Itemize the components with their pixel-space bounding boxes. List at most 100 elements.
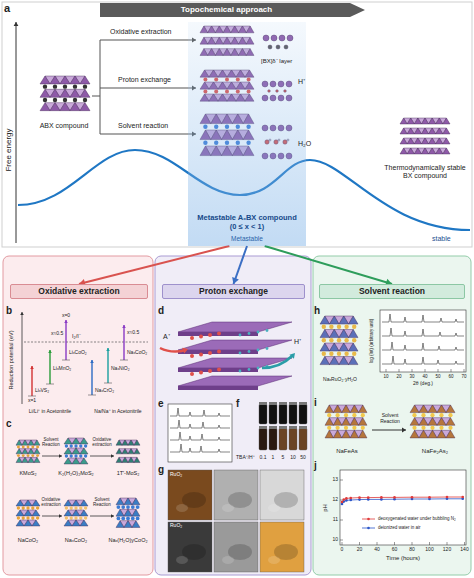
figure-art: [182, 348, 188, 354]
figure-art: [393, 496, 396, 499]
figure-art: [65, 444, 68, 447]
figure-art: [26, 506, 29, 509]
figure-art: [239, 334, 242, 337]
figure-label: 2θ (deg.): [413, 381, 433, 387]
node-text: Metastable AₓBX compound (0 ≤ x < 1): [193, 214, 301, 231]
figure-art: [260, 470, 304, 520]
figure-art: [90, 456, 114, 457]
figure-art: [380, 310, 466, 372]
figure-label: Naₓ(H₂O)yCoO₂: [108, 537, 147, 543]
figure-art: [299, 426, 307, 429]
figure-art: [63, 98, 67, 102]
figure-art: [176, 504, 188, 512]
figure-art: [199, 371, 203, 375]
figure-label: 70: [461, 374, 466, 379]
figure-art: [116, 521, 124, 528]
figure-art: [50, 89, 60, 97]
figure-art: [259, 426, 267, 429]
figure-art: [429, 128, 436, 134]
figure-art: [14, 22, 19, 26]
figure-art: [199, 335, 203, 339]
figure-label: 80: [409, 547, 415, 553]
figure-art: [327, 413, 331, 417]
figure-art: [400, 128, 407, 134]
figure-art: [350, 418, 358, 426]
figure-art: [27, 454, 30, 457]
figure-art: [217, 368, 221, 372]
figure-art: [279, 404, 287, 424]
figure-art: [72, 448, 80, 454]
figure-art: [425, 369, 426, 372]
figure-art: [16, 510, 24, 516]
figure-art: [214, 522, 258, 572]
figure-art: [268, 504, 280, 512]
figure-art: [73, 98, 77, 102]
figure-art: [322, 325, 326, 329]
figure-art: [121, 517, 125, 521]
figure-art: [70, 454, 73, 457]
figure-art: [407, 128, 414, 134]
figure-art: [123, 325, 124, 360]
figure-art: [70, 506, 73, 509]
panel-letter: c: [6, 418, 12, 430]
figure-art: [344, 338, 348, 342]
figure-art: [259, 428, 267, 450]
figure-art: [217, 332, 221, 336]
figure-art: [421, 426, 425, 430]
figure-art: [464, 542, 465, 545]
figure-art: [178, 322, 292, 332]
figure-art: [178, 332, 258, 336]
figure-art: [342, 418, 350, 426]
figure-art: [430, 426, 434, 430]
figure-label: RuO₂: [170, 472, 182, 478]
figure-art: [64, 320, 68, 323]
figure-art: [36, 506, 39, 509]
figure-art: [340, 470, 466, 545]
metastable-band: Metastable AₓBX compound (0 ≤ x < 1)Meta…: [188, 22, 306, 246]
figure-art: [248, 350, 251, 353]
figure-art: [34, 449, 40, 454]
figure-art: [269, 426, 277, 429]
figure-art: [64, 510, 72, 516]
figure-art: [74, 506, 77, 509]
figure-art: [132, 509, 140, 516]
figure-art: [329, 338, 333, 342]
figure-art: [412, 369, 413, 372]
figure-art: [428, 405, 437, 413]
figure-art: [428, 496, 431, 499]
figure-art: [377, 542, 378, 545]
figure-art: [329, 325, 333, 329]
figure-label: H⁺: [298, 78, 305, 86]
figure-label: log (Int) (arbitrary unit): [369, 319, 374, 364]
figure-label: 12: [332, 497, 338, 503]
figure-art: [80, 458, 88, 464]
figure-art: [400, 148, 407, 154]
figure-art: [22, 312, 23, 404]
figure-label: 40: [374, 547, 380, 553]
figure-label: 10: [290, 455, 296, 461]
figure-art: [419, 430, 428, 438]
figure-art: [342, 430, 350, 438]
figure-art: [333, 430, 341, 438]
figure-art: [443, 148, 450, 154]
figure-art: [289, 353, 295, 359]
figure-art: [222, 504, 234, 512]
figure-art: [342, 542, 343, 545]
figure-label: NaₓCoO₂: [127, 350, 147, 356]
figure-art: [91, 360, 92, 395]
figure-art: [448, 413, 452, 417]
figure-label: 1: [272, 455, 275, 461]
figure-art: [136, 505, 140, 509]
figure-art: [345, 497, 348, 500]
figure-art: [279, 426, 287, 429]
figure-art: [443, 138, 450, 144]
figure-art: [24, 500, 32, 506]
figure-art: [107, 348, 108, 383]
figure-art: [31, 366, 32, 396]
figure-label: 50: [300, 455, 306, 461]
figure-art: [350, 405, 358, 413]
figure-label: 30: [409, 374, 414, 379]
figure-art: [335, 413, 339, 417]
figure-art: [70, 444, 73, 447]
figure-art: [330, 357, 340, 365]
